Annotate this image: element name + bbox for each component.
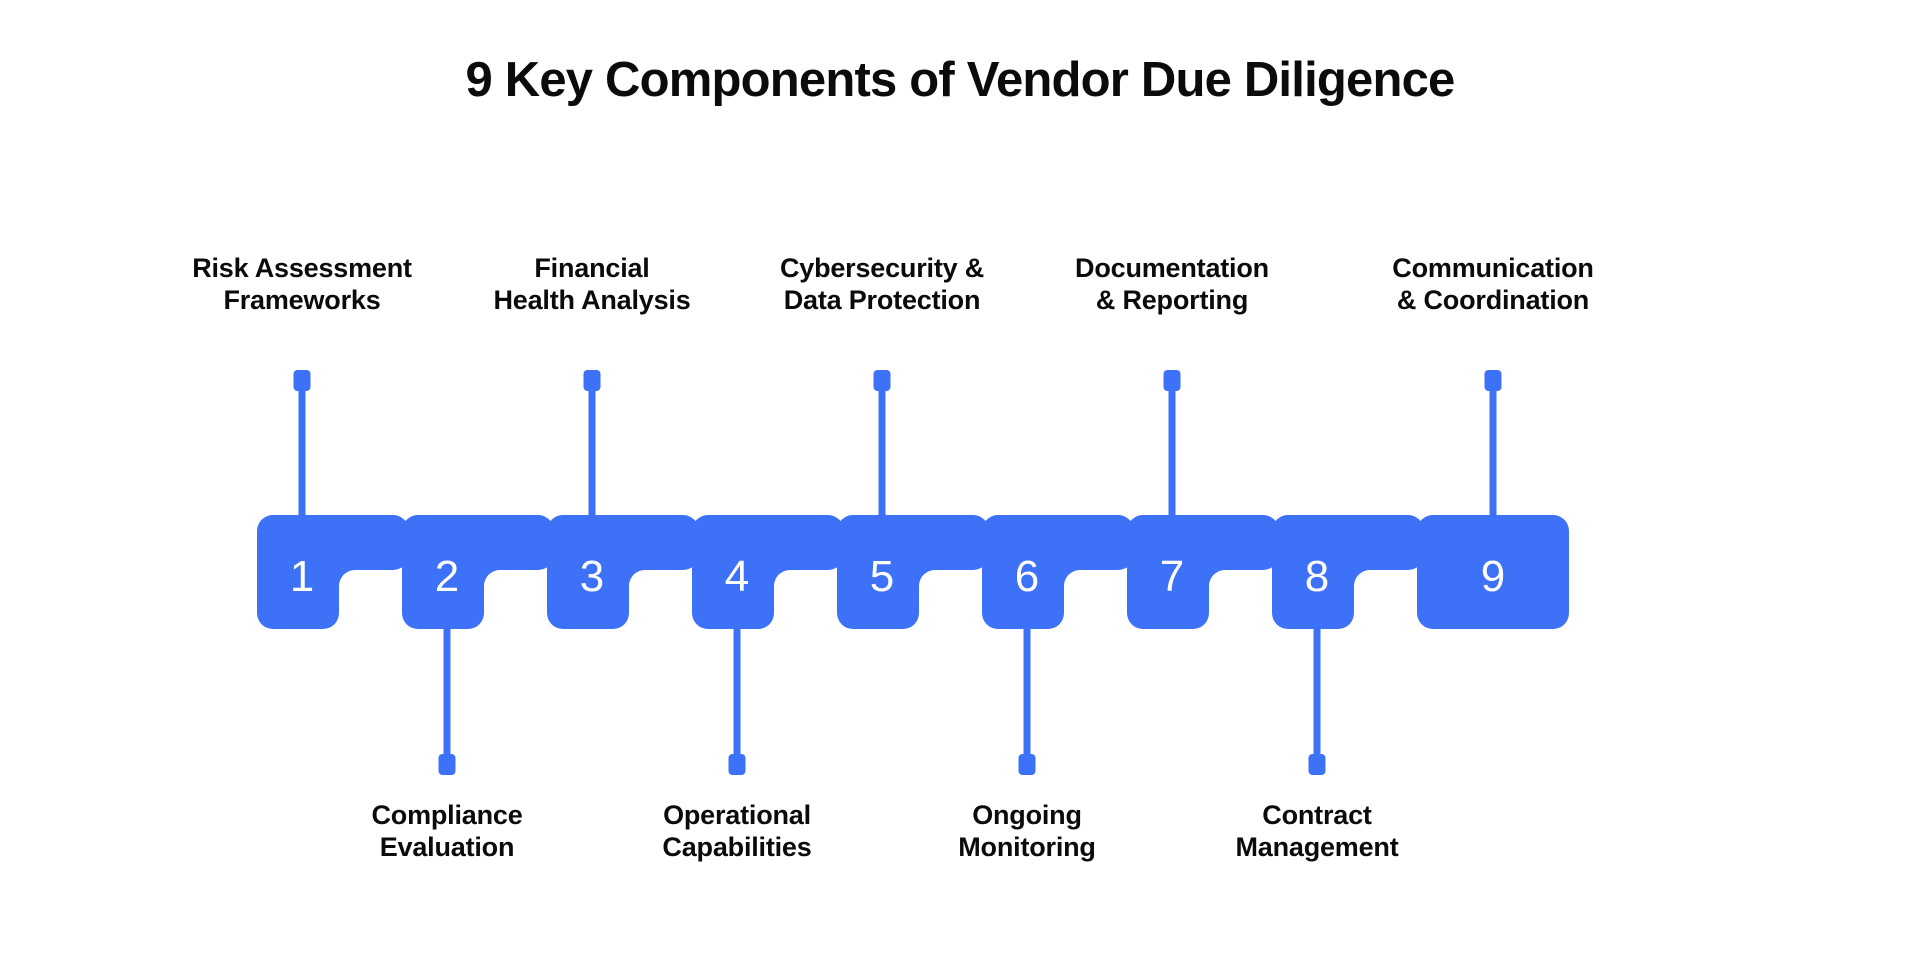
tile-number: 4 <box>724 552 750 601</box>
connector-end-marker <box>583 370 601 391</box>
connector-end-marker <box>873 370 891 391</box>
process-tile[interactable] <box>982 515 1134 629</box>
connector-line <box>878 370 886 521</box>
step-label-line-2: Monitoring <box>958 831 1096 862</box>
process-tile[interactable] <box>402 515 554 629</box>
step-label-line-2: Management <box>1235 831 1399 862</box>
tile-number: 7 <box>1159 552 1185 601</box>
connector-line <box>733 623 741 775</box>
step-label-line-2: Capabilities <box>662 831 812 862</box>
tile-number: 9 <box>1480 552 1506 601</box>
step-label-line-1: Cybersecurity & <box>779 253 985 283</box>
step-label: Documentation& Reporting <box>1075 253 1269 316</box>
tile-number: 2 <box>434 552 460 601</box>
step-label-line-1: Ongoing <box>972 800 1082 830</box>
page-title: 9 Key Components of Vendor Due Diligence <box>465 53 1455 107</box>
step-label-line-1: Communication <box>1392 253 1594 283</box>
connector-end-marker <box>438 754 456 775</box>
process-tile[interactable] <box>1417 515 1569 629</box>
process-tile[interactable] <box>257 515 409 629</box>
connector-line <box>1023 623 1031 775</box>
step-label: Communication& Coordination <box>1392 253 1594 316</box>
tile-number: 6 <box>1014 552 1040 601</box>
connector-end-marker <box>728 754 746 775</box>
process-tile[interactable] <box>1127 515 1279 629</box>
process-tile[interactable] <box>837 515 989 629</box>
connector-line <box>298 370 306 521</box>
step-label-line-2: Health Analysis <box>493 284 691 315</box>
tile-number: 5 <box>869 552 895 601</box>
step-label-line-1: Operational <box>663 800 811 830</box>
step-label-line-1: Contract <box>1262 800 1372 830</box>
tile-number: 1 <box>289 552 315 601</box>
connector-end-marker <box>1018 754 1036 775</box>
process-tile[interactable] <box>547 515 699 629</box>
tile-number: 8 <box>1304 552 1330 601</box>
connector-end-marker <box>293 370 311 391</box>
step-label-line-1: Financial <box>534 253 650 283</box>
step-label-line-1: Compliance <box>371 800 523 830</box>
step-label-line-1: Risk Assessment <box>192 253 412 283</box>
connector-end-marker <box>1163 370 1181 391</box>
process-tile[interactable] <box>692 515 844 629</box>
process-tile[interactable] <box>1272 515 1424 629</box>
step-label-line-2: & Coordination <box>1396 284 1590 315</box>
connectors-group <box>293 370 1502 775</box>
connector-line <box>1168 370 1176 521</box>
connector-line <box>1489 370 1497 521</box>
connector-line <box>443 623 451 775</box>
connector-line <box>588 370 596 521</box>
step-label: Cybersecurity &Data Protection <box>780 253 984 316</box>
tile-number: 3 <box>579 552 605 601</box>
connector-end-marker <box>1484 370 1502 391</box>
step-label-line-2: Data Protection <box>783 284 981 315</box>
step-label-line-2: Evaluation <box>379 831 515 862</box>
step-label-line-2: & Reporting <box>1095 284 1249 315</box>
connector-end-marker <box>1308 754 1326 775</box>
step-label-line-2: Frameworks <box>223 284 381 315</box>
connector-line <box>1313 623 1321 775</box>
tiles-group <box>257 515 1569 629</box>
step-label-line-1: Documentation <box>1075 253 1269 283</box>
